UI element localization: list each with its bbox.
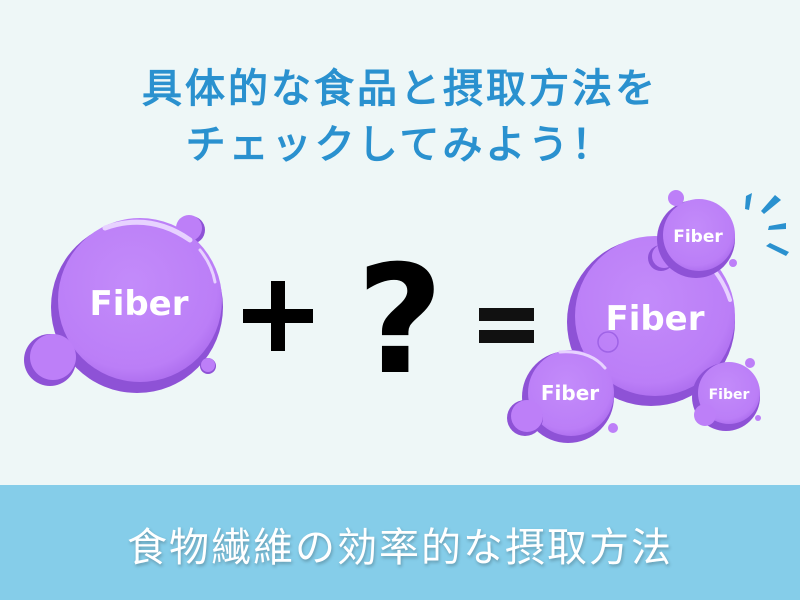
banner-title: 食物繊維の効率的な摂取方法 xyxy=(127,525,673,571)
fiber-equation-illustration: Fiber ? Fiber xyxy=(24,190,789,443)
sparkle-burst-icon xyxy=(745,193,789,256)
plus-icon xyxy=(243,281,313,351)
main-bubble-label: Fiber xyxy=(605,299,704,339)
small-bubble-icon xyxy=(30,334,76,380)
fiber-bubble-bottom-left xyxy=(528,350,614,436)
result-fiber-bubble-group: Fiber Fiber Fiber Fiber xyxy=(507,190,789,443)
headline-line-1: 具体的な食品と摂取方法を xyxy=(142,66,658,112)
fiber-bubble-top xyxy=(663,199,735,271)
headline-line-2: チェックしてみよう！ xyxy=(185,122,615,168)
equals-icon xyxy=(479,308,534,343)
bottom-right-bubble-label: Fiber xyxy=(709,387,750,403)
footer-banner: 食物繊維の効率的な摂取方法 xyxy=(0,485,800,600)
question-mark-icon: ? xyxy=(356,234,443,408)
bottom-left-bubble-label: Fiber xyxy=(541,381,599,405)
left-fiber-bubble-group: Fiber xyxy=(24,215,223,393)
fiber-bubble-left xyxy=(58,218,222,382)
top-bubble-label: Fiber xyxy=(673,227,723,247)
left-bubble-label: Fiber xyxy=(89,284,188,324)
